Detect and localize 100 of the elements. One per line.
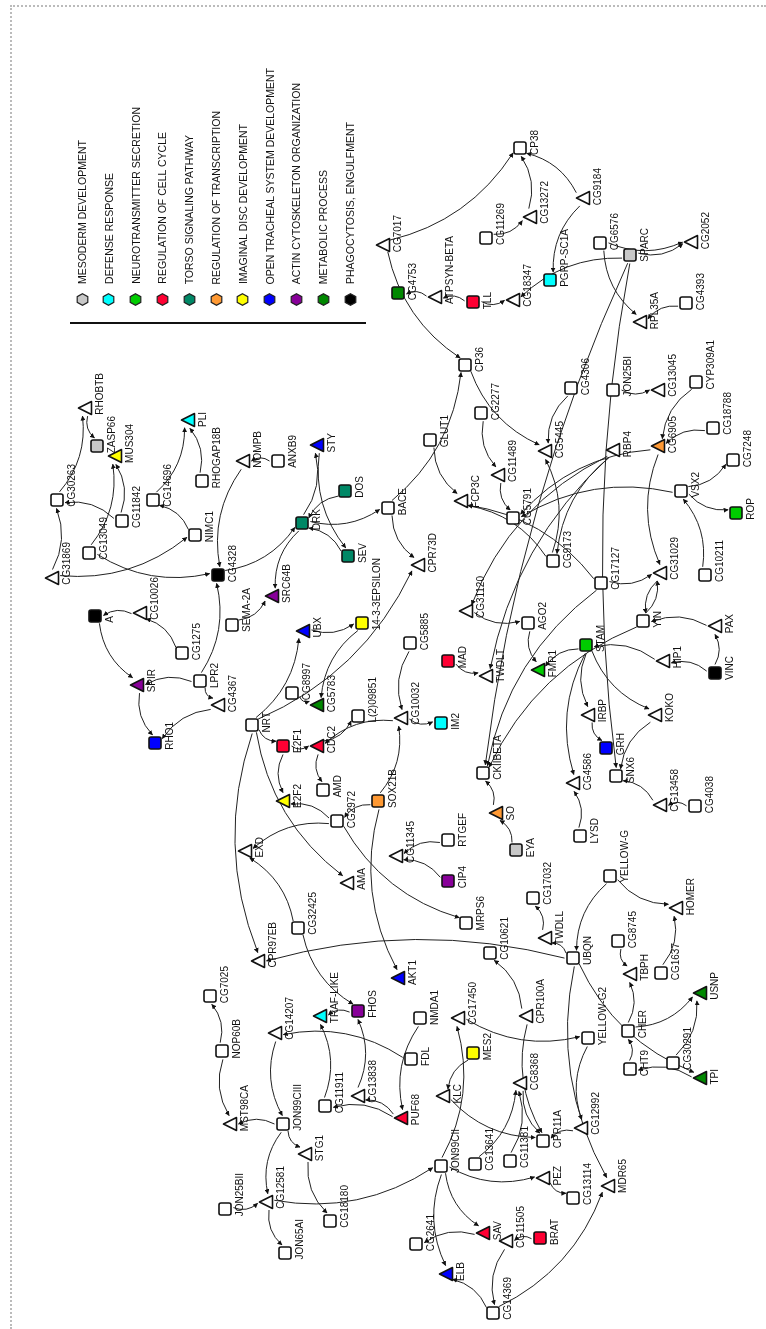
arrow — [499, 820, 513, 843]
arrow — [86, 415, 95, 439]
arrow — [344, 804, 371, 818]
gene-label: SOX21B — [387, 769, 398, 808]
gene-label: CG30291 — [682, 1027, 693, 1070]
arrow — [238, 600, 266, 621]
arrow — [580, 653, 589, 707]
arrow — [277, 754, 284, 793]
gene-label: FDL — [420, 1047, 431, 1066]
legend-label: ACTIN CYTOSKELETON ORGANIZATION — [290, 82, 303, 284]
gene-label: PEZ — [552, 1165, 563, 1185]
arrow — [308, 495, 339, 519]
gene-label: CG9184 — [592, 167, 603, 205]
arrow — [448, 1166, 536, 1183]
gene-label: RPL35A — [649, 291, 660, 329]
arrow — [145, 617, 177, 648]
gene-label: CG5885 — [419, 612, 430, 650]
gene-label: NOMPB — [252, 431, 263, 468]
legend-label: MESODERM DEVELOPMENT — [76, 139, 88, 284]
arrow — [379, 725, 402, 794]
arrow — [510, 1090, 523, 1154]
gene-label: CG13272 — [539, 181, 550, 224]
gene-label: CG14369 — [502, 1277, 513, 1320]
arrow — [218, 1058, 230, 1117]
gene-label: CG11269 — [495, 202, 506, 245]
gene-label: TWDLT — [495, 649, 506, 683]
arrow — [216, 468, 242, 568]
gene-label: RHO1 — [164, 722, 175, 750]
gene-label: CG13045 — [667, 354, 678, 397]
arrow — [320, 1024, 332, 1098]
gene-label: CIP4 — [457, 865, 468, 888]
arrow — [617, 879, 669, 907]
arrow — [527, 630, 537, 663]
arrow — [520, 257, 623, 298]
arrow — [651, 616, 707, 626]
arrow — [488, 626, 638, 768]
gene-label: JON65AI — [294, 1219, 305, 1260]
gene-label: MUS304 — [124, 424, 135, 463]
gene-label: HOMER — [685, 877, 696, 915]
gene-label: CG31869 — [61, 542, 72, 585]
gene-label: ELB — [455, 1262, 466, 1281]
arrow — [491, 1248, 505, 1306]
gene-label: UBX — [312, 617, 323, 638]
gene-label: AKT1 — [407, 960, 418, 985]
gene-label: FHOS — [367, 990, 378, 1018]
gene-label: GLUT1 — [439, 414, 450, 447]
arrow — [618, 721, 651, 770]
gene-label: FCP3C — [470, 475, 481, 508]
arrow — [299, 696, 310, 705]
arrow — [551, 940, 567, 954]
arrow — [332, 1103, 394, 1118]
arrow — [387, 251, 461, 359]
arrow — [481, 420, 497, 468]
gene-label: CG18347 — [522, 264, 533, 307]
arrow — [255, 638, 301, 718]
gene-label: NMDA1 — [429, 990, 440, 1025]
arrow — [238, 1118, 275, 1125]
gene-label: MRPS6 — [475, 895, 486, 930]
arrow — [478, 1089, 518, 1158]
gene-label: SPARC — [639, 228, 650, 262]
arrow — [665, 429, 706, 444]
arrow — [357, 1019, 367, 1088]
gene-label: CHER — [637, 1009, 648, 1038]
gene-label: MST98CA — [239, 1084, 250, 1131]
arrow — [423, 1231, 476, 1244]
arrow — [578, 963, 695, 1073]
arrow — [688, 493, 729, 513]
arrow — [308, 526, 342, 552]
gene-label: CG13458 — [669, 769, 680, 812]
arrow — [59, 415, 86, 493]
arrow — [521, 1023, 543, 1134]
gene-label: CG12992 — [590, 1092, 601, 1135]
gene-label: CG11842 — [131, 485, 142, 528]
arrow — [470, 370, 540, 446]
gene-label: MAD — [457, 645, 468, 668]
arrow — [317, 452, 347, 549]
arrow — [526, 152, 577, 194]
arrow — [249, 857, 294, 922]
gene-label: HIP1 — [672, 645, 683, 668]
gene-label: CG4038 — [704, 775, 715, 813]
gene-label: CG7025 — [219, 965, 230, 1003]
gene-label: DOS — [354, 476, 365, 498]
arrow — [309, 509, 381, 525]
gene-label: CG7017 — [392, 214, 403, 252]
gene-label: CG13114 — [582, 1162, 593, 1205]
gene-label: SRC64B — [281, 564, 292, 603]
arrow — [291, 745, 309, 751]
gene-label: CG31029 — [669, 537, 680, 580]
arrow — [637, 1066, 693, 1078]
gene-label: JON25BI — [622, 356, 633, 397]
gene-label: CG13838 — [367, 1060, 378, 1103]
arrow — [545, 395, 569, 444]
gene-label: CG4753 — [407, 262, 418, 300]
gene-label: JON99CII — [450, 1129, 461, 1173]
gene-label: CPR11A — [552, 1109, 563, 1148]
gene-label: CG6576 — [609, 212, 620, 250]
arrow — [481, 299, 505, 306]
gene-label: ROP — [745, 498, 756, 520]
arrow — [319, 630, 359, 698]
gene-label: NRT — [261, 711, 272, 732]
